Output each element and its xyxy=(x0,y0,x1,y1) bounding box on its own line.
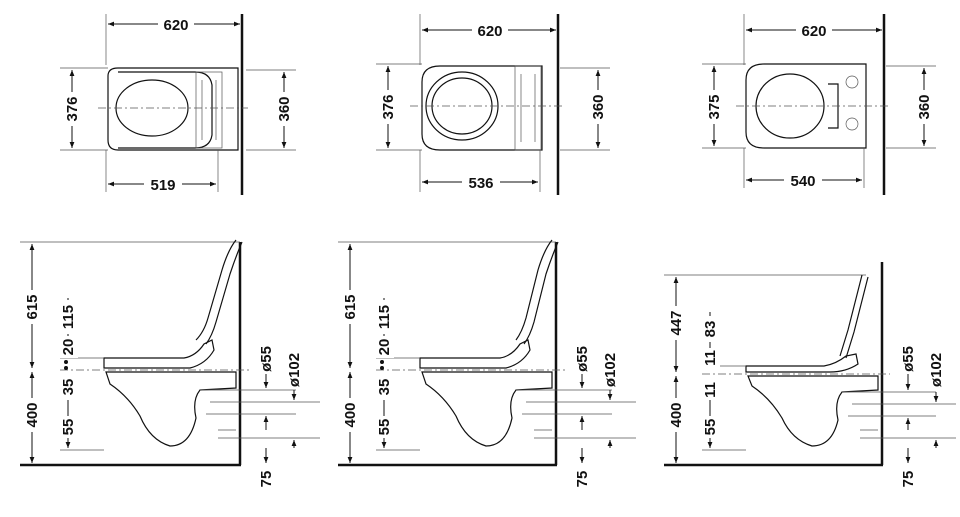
rim-label: 11 xyxy=(702,382,719,398)
depth-left-label: 376 xyxy=(64,96,81,121)
toilet-top-outline xyxy=(745,63,867,149)
bottom-label: 55 xyxy=(60,419,77,436)
length-label: 536 xyxy=(468,175,493,192)
seat-offset-label: 11 xyxy=(702,350,719,366)
top-view-1: 620 376 360 519 xyxy=(60,14,296,195)
rim-label: 35 xyxy=(60,379,77,396)
total-height-label: 615 xyxy=(24,294,41,319)
side-view-2: 615 400 115 20 35 55 ø55 ø102 75 xyxy=(338,239,636,490)
pipe-large-label: ø102 xyxy=(286,353,303,387)
pipe-large-label: ø102 xyxy=(928,353,945,387)
bowl-outline xyxy=(421,371,553,447)
floor-label: 75 xyxy=(574,471,591,488)
total-height-label: 615 xyxy=(342,294,359,319)
lid-height-label: 83 xyxy=(702,321,719,338)
bottom-label: 55 xyxy=(702,419,719,436)
length-label: 519 xyxy=(150,177,175,194)
mount-height-label: 400 xyxy=(342,402,359,427)
toilet-top-outline xyxy=(421,65,543,151)
width-label: 620 xyxy=(801,23,826,40)
lid-outline xyxy=(195,239,237,341)
length-label: 540 xyxy=(790,173,815,190)
floor-label: 75 xyxy=(258,471,275,488)
depth-left-label: 375 xyxy=(706,94,723,119)
pipe-small-label: ø55 xyxy=(574,346,591,372)
mount-height-label: 400 xyxy=(24,402,41,427)
top-view-2: 620 376 360 536 xyxy=(376,14,610,195)
bowl-outline xyxy=(747,375,879,447)
width-label: 620 xyxy=(477,23,502,40)
depth-right-label: 360 xyxy=(590,94,607,119)
lid-outline xyxy=(839,274,863,357)
bottom-label: 55 xyxy=(376,419,393,436)
seat-offset-label: 20 xyxy=(60,339,77,356)
depth-left-label: 376 xyxy=(380,94,397,119)
lid-height-label: 115 xyxy=(376,305,393,329)
toilet-top-outline xyxy=(107,67,239,151)
top-view-3: 620 375 360 540 xyxy=(702,14,936,195)
pipe-small-label: ø55 xyxy=(900,346,917,372)
lid-outline xyxy=(515,239,553,341)
bowl-outline xyxy=(105,371,237,447)
seat-outline xyxy=(419,339,531,369)
side-view-1: 615 400 115 20 35 55 ø55 ø102 75 xyxy=(20,239,320,490)
seat-outline xyxy=(103,339,215,369)
floor-label: 75 xyxy=(900,471,917,488)
seat-outline xyxy=(745,353,859,373)
seat-offset-label: 20 xyxy=(376,339,393,356)
depth-right-label: 360 xyxy=(276,96,293,121)
pipe-large-label: ø102 xyxy=(602,353,619,387)
side-view-3: 447 400 83 11 11 55 ø55 ø102 75 xyxy=(664,262,956,490)
depth-right-label: 360 xyxy=(916,94,933,119)
mount-height-label: 400 xyxy=(668,402,685,427)
total-height-label: 447 xyxy=(668,310,685,335)
rim-label: 35 xyxy=(376,379,393,396)
pipe-small-label: ø55 xyxy=(258,346,275,372)
width-label: 620 xyxy=(163,17,188,34)
lid-height-label: 115 xyxy=(60,305,77,329)
